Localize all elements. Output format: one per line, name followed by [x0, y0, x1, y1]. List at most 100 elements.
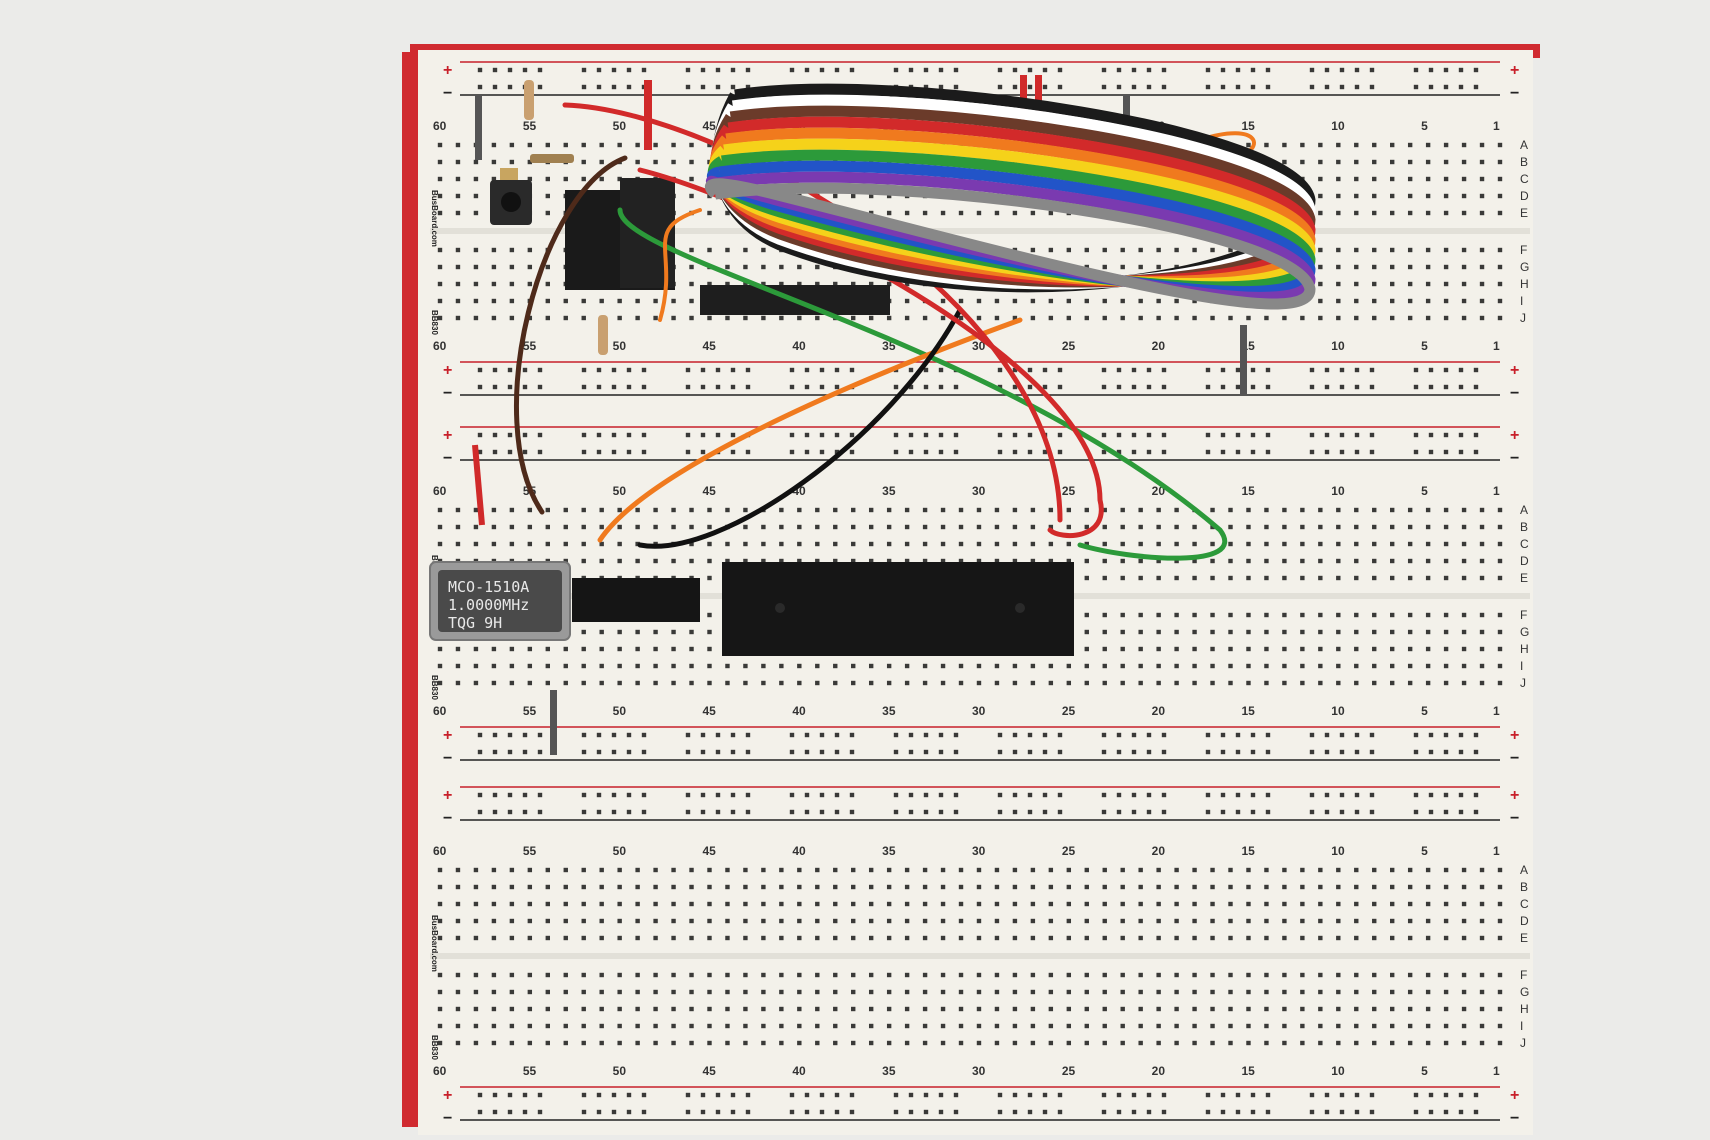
- rail-hole: [1428, 449, 1434, 455]
- rail-hole: [819, 809, 825, 815]
- terminal-hole: [743, 680, 748, 686]
- terminal-hole: [581, 972, 586, 978]
- terminal-hole: [491, 663, 497, 669]
- terminal-hole: [1156, 524, 1161, 530]
- terminal-hole: [1282, 142, 1287, 148]
- terminal-hole: [1174, 918, 1179, 924]
- rail-hole: [1042, 384, 1048, 390]
- rail-hole: [700, 1092, 706, 1098]
- terminal-hole: [958, 989, 964, 995]
- terminal-hole: [1012, 558, 1018, 564]
- rail-hole: [522, 384, 528, 390]
- terminal-hole: [976, 541, 982, 547]
- terminal-hole: [1084, 315, 1089, 321]
- column-number: 1: [1493, 119, 1500, 133]
- terminal-hole: [1228, 575, 1233, 581]
- rail-hole: [908, 809, 914, 815]
- rail-hole: [849, 432, 855, 438]
- rail-hole: [1413, 367, 1419, 373]
- column-number: 15: [1241, 119, 1255, 133]
- terminal-hole: [922, 524, 928, 530]
- terminal-hole: [1030, 972, 1036, 978]
- rail-hole: [1101, 792, 1107, 798]
- rail-plus: +: [443, 62, 452, 79]
- terminal-hole: [1497, 663, 1503, 669]
- rail-hole: [938, 367, 944, 373]
- rail-hole: [1027, 67, 1033, 73]
- terminal-hole: [725, 989, 730, 995]
- terminal-hole: [1048, 541, 1054, 547]
- terminal-hole: [509, 663, 515, 669]
- terminal-hole: [581, 680, 586, 686]
- rail-hole: [1161, 432, 1167, 438]
- terminal-hole: [689, 558, 694, 564]
- terminal-hole: [1156, 663, 1161, 669]
- terminal-hole: [1210, 575, 1215, 581]
- row-letter: G: [1520, 625, 1529, 639]
- terminal-hole: [1443, 901, 1449, 907]
- terminal-hole: [1192, 972, 1197, 978]
- terminal-hole: [958, 1040, 964, 1046]
- rail-hole: [1220, 67, 1226, 73]
- terminal-hole: [1012, 867, 1018, 873]
- terminal-hole: [1336, 264, 1341, 270]
- terminal-hole: [904, 315, 910, 321]
- rail-hole: [745, 449, 751, 455]
- rail-hole: [938, 67, 944, 73]
- terminal-hole: [743, 1006, 748, 1012]
- row-letter: J: [1520, 1036, 1526, 1050]
- terminal-hole: [1282, 989, 1287, 995]
- rail-hole: [1205, 1092, 1211, 1098]
- terminal-hole: [1461, 264, 1467, 270]
- terminal-hole: [886, 680, 892, 686]
- terminal-hole: [707, 867, 712, 873]
- terminal-hole: [1336, 298, 1341, 304]
- terminal-hole: [671, 507, 676, 513]
- terminal-hole: [1372, 558, 1377, 564]
- terminal-hole: [635, 142, 640, 148]
- terminal-hole: [1425, 972, 1431, 978]
- rail-hole: [819, 1109, 825, 1115]
- rail-hole: [1458, 732, 1464, 738]
- rail-hole: [953, 384, 959, 390]
- terminal-hole: [958, 1023, 964, 1029]
- terminal-hole: [1390, 918, 1395, 924]
- rail-hole: [1309, 384, 1315, 390]
- rail-plus: +: [1510, 727, 1519, 744]
- terminal-hole: [509, 247, 515, 253]
- terminal-hole: [1497, 680, 1503, 686]
- terminal-hole: [994, 935, 1000, 941]
- terminal-hole: [797, 1040, 802, 1046]
- terminal-hole: [1174, 541, 1179, 547]
- terminal-hole: [1479, 680, 1485, 686]
- rail-hole: [1012, 84, 1018, 90]
- rail-hole: [1473, 1092, 1479, 1098]
- terminal-hole: [437, 507, 443, 513]
- terminal-hole: [1461, 867, 1467, 873]
- terminal-hole: [1336, 663, 1341, 669]
- terminal-hole: [1174, 901, 1179, 907]
- rail-hole: [477, 432, 483, 438]
- terminal-hole: [599, 159, 604, 165]
- rail-hole: [596, 749, 602, 755]
- terminal-hole: [1282, 680, 1287, 686]
- terminal-hole: [886, 193, 892, 199]
- terminal-hole: [1479, 247, 1485, 253]
- terminal-hole: [1390, 142, 1395, 148]
- terminal-hole: [1030, 524, 1036, 530]
- rail-hole: [537, 749, 543, 755]
- terminal-hole: [1461, 989, 1467, 995]
- terminal-hole: [491, 972, 497, 978]
- rail-hole: [1413, 1109, 1419, 1115]
- terminal-hole: [1264, 663, 1269, 669]
- terminal-hole: [581, 901, 586, 907]
- rail-hole: [685, 67, 691, 73]
- terminal-hole: [689, 1023, 694, 1029]
- terminal-hole: [1264, 646, 1269, 652]
- terminal-hole: [833, 918, 838, 924]
- terminal-hole: [491, 541, 497, 547]
- terminal-hole: [707, 524, 712, 530]
- rail-hole: [1265, 732, 1271, 738]
- terminal-hole: [1228, 901, 1233, 907]
- terminal-hole: [779, 918, 784, 924]
